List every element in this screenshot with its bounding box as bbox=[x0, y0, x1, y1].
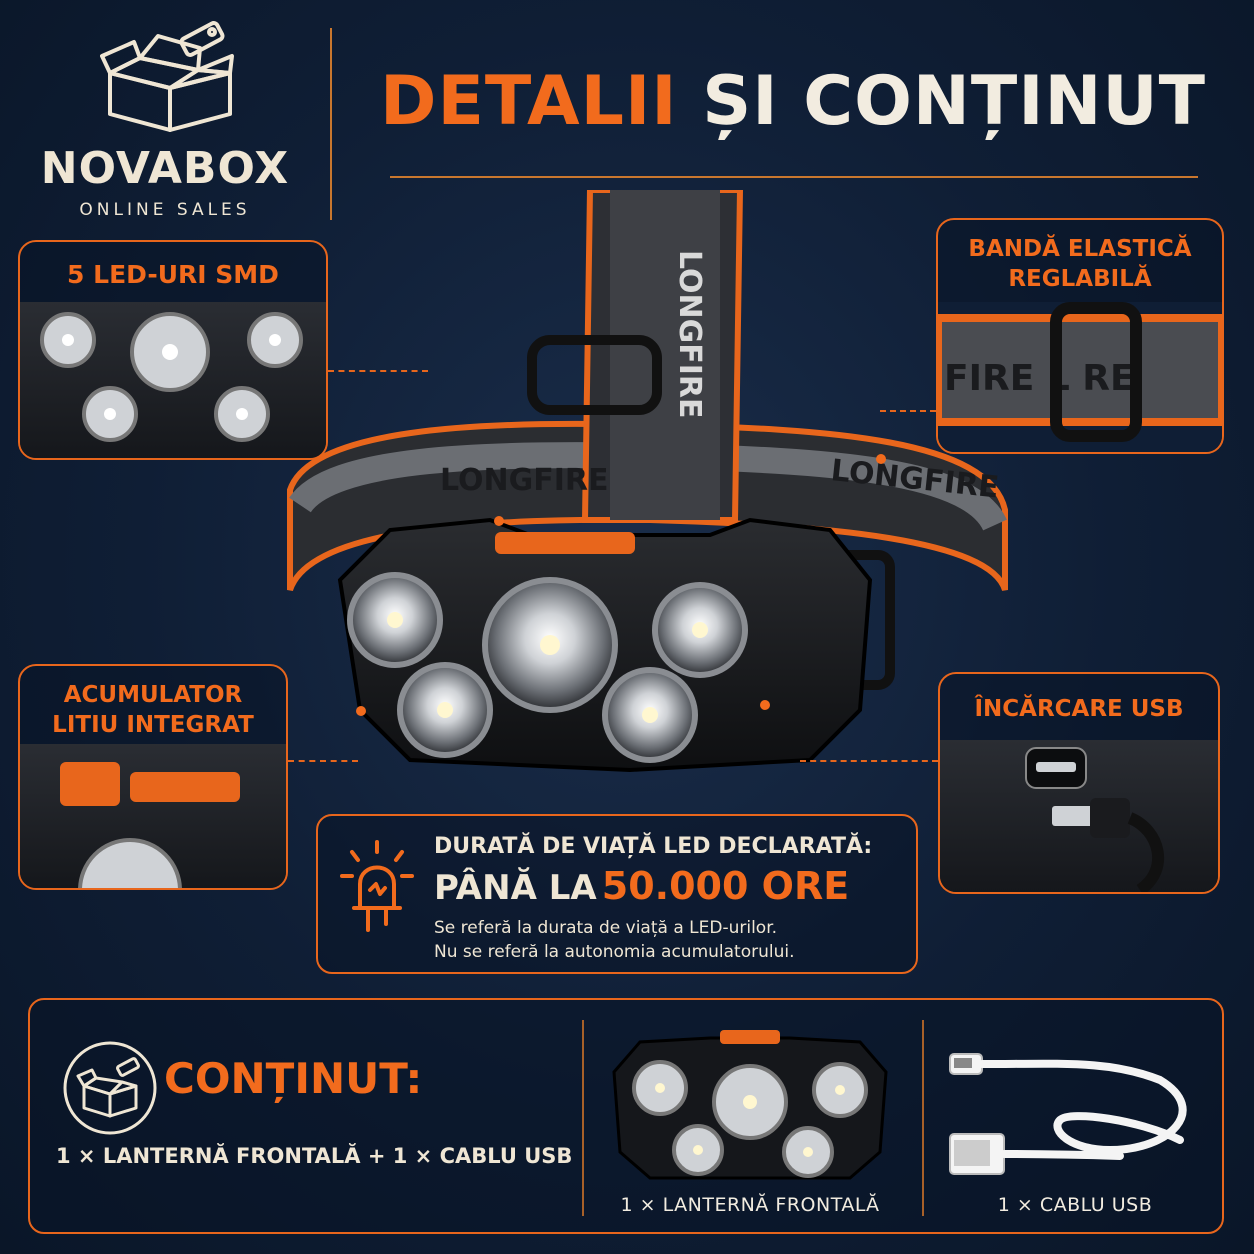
contents-card: CONȚINUT: 1 × LANTERNĂ FRONTALĂ + 1 × CA… bbox=[28, 998, 1224, 1234]
feature-battery-title-line1: ACUMULATOR bbox=[63, 682, 243, 708]
connector-battery-dot bbox=[356, 706, 366, 716]
connector-battery bbox=[288, 760, 358, 762]
brand-logo: NOVABOX ONLINE SALES bbox=[40, 18, 290, 220]
feature-leds-image bbox=[20, 302, 326, 458]
page-title-part2: ȘI CONȚINUT bbox=[702, 62, 1207, 141]
page-title: DETALII ȘI CONȚINUT bbox=[380, 62, 1220, 141]
box-logo-icon bbox=[100, 21, 234, 132]
feature-band-image: FIRE L RE bbox=[938, 302, 1222, 452]
feature-leds-title: 5 LED-URI SMD bbox=[67, 260, 279, 289]
svg-text:FIRE L RE: FIRE L RE bbox=[944, 358, 1135, 399]
contents-title: CONȚINUT: bbox=[164, 1054, 423, 1103]
lifespan-card: DURATĂ DE VIAȚĂ LED DECLARATĂ: PÂNĂ LA 5… bbox=[316, 814, 918, 974]
feature-band-card: BANDĂ ELASTICĂ REGLABILĂ FIRE L RE bbox=[936, 218, 1224, 454]
feature-battery-card: ACUMULATOR LITIU INTEGRAT bbox=[18, 664, 288, 890]
header-divider-vertical bbox=[330, 28, 332, 220]
feature-battery-image bbox=[20, 744, 286, 888]
contents-divider-2 bbox=[922, 1020, 924, 1216]
headlamp-product-image bbox=[612, 1030, 888, 1180]
contents-summary: 1 × LANTERNĂ FRONTALĂ + 1 × CABLU USB bbox=[56, 1144, 573, 1168]
feature-leds-card: 5 LED-URI SMD bbox=[18, 240, 328, 460]
header-underline bbox=[390, 176, 1198, 178]
lifespan-heading: DURATĂ DE VIAȚĂ LED DECLARATĂ: bbox=[434, 834, 873, 859]
svg-text:LONGFIRE: LONGFIRE bbox=[440, 463, 609, 498]
connector-leds bbox=[328, 370, 428, 372]
brand-tagline: ONLINE SALES bbox=[79, 200, 251, 220]
led-cluster-icon bbox=[40, 312, 303, 442]
lamp-icon bbox=[340, 840, 414, 932]
feature-usb-card: ÎNCĂRCARE USB bbox=[938, 672, 1220, 894]
box-icon bbox=[63, 1041, 157, 1135]
lifespan-value-prefix: PÂNĂ LA bbox=[434, 868, 597, 908]
lifespan-note-line2: Nu se referă la autonomia acumulatorului… bbox=[434, 942, 795, 962]
feature-band-title-line2: REGLABILĂ bbox=[1008, 266, 1152, 292]
usb-cable-image bbox=[949, 1053, 1187, 1175]
feature-usb-image bbox=[940, 740, 1218, 892]
lifespan-value-row: PÂNĂ LA 50.000 ORE bbox=[434, 864, 849, 908]
lifespan-note-line1: Se referă la durata de viață a LED-urilo… bbox=[434, 918, 778, 938]
feature-usb-title: ÎNCĂRCARE USB bbox=[974, 696, 1184, 722]
connector-band-dot bbox=[876, 454, 886, 464]
connector-usb bbox=[800, 760, 938, 762]
connector-leds-dot bbox=[494, 516, 504, 526]
contents-item-cable: 1 × CABLU USB bbox=[997, 1194, 1153, 1216]
page-title-part1: DETALII bbox=[380, 62, 678, 141]
feature-battery-title-line2: LITIU INTEGRAT bbox=[52, 712, 254, 738]
battery-button-icon bbox=[60, 762, 240, 888]
feature-band-title-line1: BANDĂ ELASTICĂ bbox=[968, 236, 1192, 262]
contents-item-headlamp: 1 × LANTERNĂ FRONTALĂ bbox=[620, 1194, 880, 1216]
micro-usb-icon bbox=[1025, 747, 1164, 892]
lifespan-value: 50.000 ORE bbox=[601, 864, 850, 908]
connector-band bbox=[880, 410, 936, 412]
svg-text:LONGFIRE: LONGFIRE bbox=[672, 250, 707, 419]
elastic-band-icon: FIRE L RE bbox=[938, 302, 1222, 442]
brand-name: NOVABOX bbox=[40, 143, 290, 194]
headlamp-illustration: LONGFIRE LONGFIRE LONGFIRE bbox=[287, 190, 1008, 773]
connector-usb-dot bbox=[760, 700, 770, 710]
contents-divider-1 bbox=[582, 1020, 584, 1216]
